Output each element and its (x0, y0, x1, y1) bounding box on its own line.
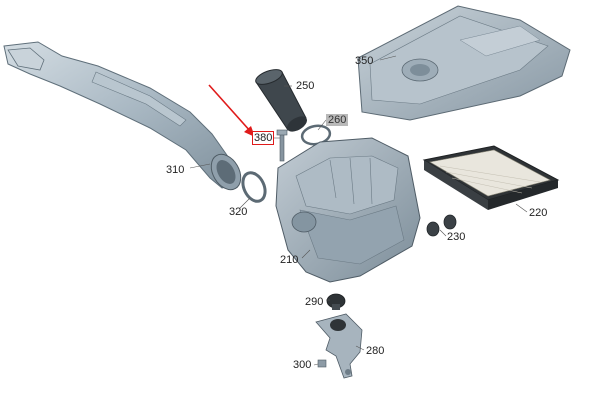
filter-element-220 (422, 145, 560, 210)
grommet-230 (426, 214, 457, 237)
label-220: 220 (529, 207, 548, 219)
label-280: 280 (366, 345, 385, 357)
label-230: 230 (447, 231, 466, 243)
label-290: 290 (305, 296, 324, 308)
rubber-mount-290 (326, 293, 346, 310)
label-210: 210 (280, 254, 299, 266)
label-300: 300 (293, 359, 312, 371)
intake-duct-310 (3, 41, 242, 191)
screw-380 (276, 129, 288, 162)
label-350: 350 (355, 55, 374, 67)
nut-300 (317, 359, 327, 368)
bracket-280 (315, 313, 363, 379)
label-320: 320 (229, 206, 248, 218)
air-filter-housing-210 (275, 137, 421, 283)
seal-ring-320 (241, 171, 267, 203)
label-260: 260 (326, 114, 349, 126)
label-250: 250 (296, 80, 315, 92)
label-380: 380 (252, 131, 275, 145)
red-arrow-icon (208, 84, 255, 137)
leader-lines (189, 55, 528, 366)
engine-cover-350 (357, 5, 571, 121)
label-310: 310 (166, 164, 185, 176)
hose-250 (255, 69, 307, 132)
